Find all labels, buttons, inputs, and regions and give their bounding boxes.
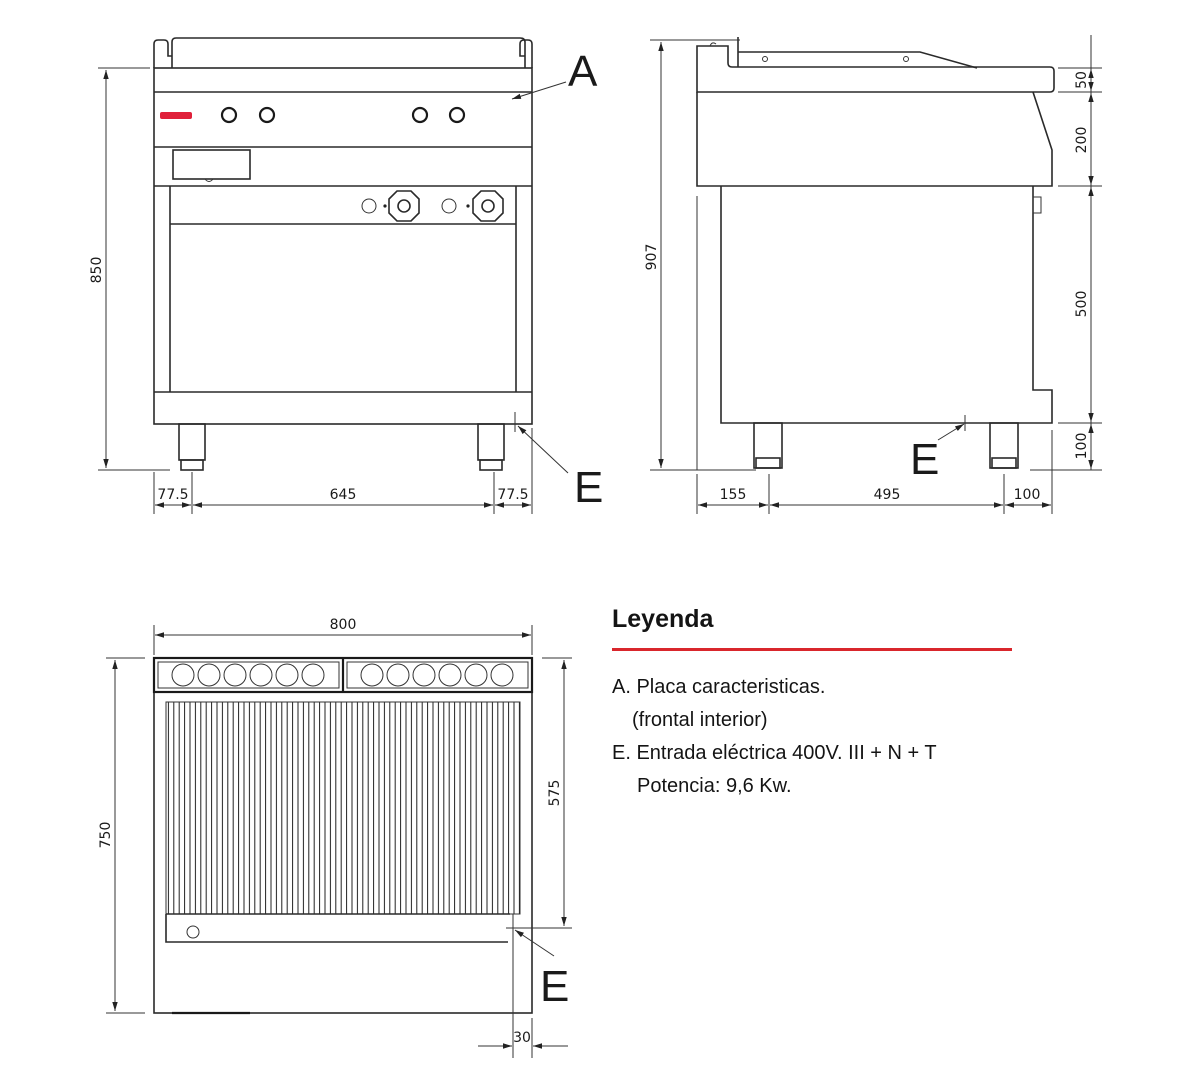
dim-body-label: 500	[1074, 291, 1090, 318]
brand-badge	[160, 112, 192, 119]
callout-e-side: E	[910, 435, 939, 484]
dim-left-offset-label: 77.5	[157, 487, 188, 503]
dim-leg-spacing-label: 645	[330, 487, 357, 503]
thermostat-dial-icon	[472, 190, 504, 222]
callout-e-front: E	[574, 463, 603, 512]
knob-icon	[448, 106, 466, 124]
front-elevation-view: 850 77.5 645 77.5 A E	[89, 37, 603, 514]
knob-icon	[411, 106, 429, 124]
dim-front-offset-label: 100	[1014, 487, 1041, 503]
dim-side-offset-label: 30	[513, 1030, 531, 1046]
dim-top-section-label: 50	[1074, 71, 1090, 89]
ribbed-griddle-plate	[165, 701, 521, 915]
dim-side-leg-spacing-label: 495	[874, 487, 901, 503]
dim-rear-offset-label: 155	[720, 487, 747, 503]
knob-icon	[220, 106, 238, 124]
legend-item-a-line1: A. Placa caracteristicas.	[612, 676, 826, 698]
dim-depth-label: 750	[98, 822, 114, 849]
heating-element-row	[171, 663, 514, 687]
callout-e-plan: E	[540, 962, 569, 1011]
legend-item-a-line2: (frontal interior)	[632, 709, 768, 731]
dim-height-label: 850	[89, 257, 105, 284]
dim-right-offset-label: 77.5	[497, 487, 528, 503]
legend-title: Leyenda	[612, 605, 714, 633]
knob-icon	[258, 106, 276, 124]
legend-panel: Leyenda A. Placa caracteristicas. (front…	[612, 600, 1012, 803]
thermostat-dial-icon	[388, 190, 420, 222]
dim-panel-label: 200	[1074, 127, 1090, 154]
dim-legs-label: 100	[1074, 433, 1090, 460]
dim-width-label: 800	[330, 617, 357, 633]
legend-item-e-line1: E. Entrada eléctrica 400V. III + N + T	[612, 742, 937, 764]
dim-grill-depth-label: 575	[547, 780, 563, 807]
dim-total-height-label: 907	[644, 244, 660, 271]
side-elevation-view: E 907 50 200 500 100 155 495 100	[644, 35, 1102, 514]
legend-item-e-line2: Potencia: 9,6 Kw.	[637, 775, 792, 797]
legend-divider	[612, 648, 1012, 651]
plan-view: E 800 750 575 30	[98, 617, 572, 1058]
legend-items: A. Placa caracteristicas. (frontal inter…	[612, 671, 1012, 803]
callout-a: A	[568, 47, 598, 96]
